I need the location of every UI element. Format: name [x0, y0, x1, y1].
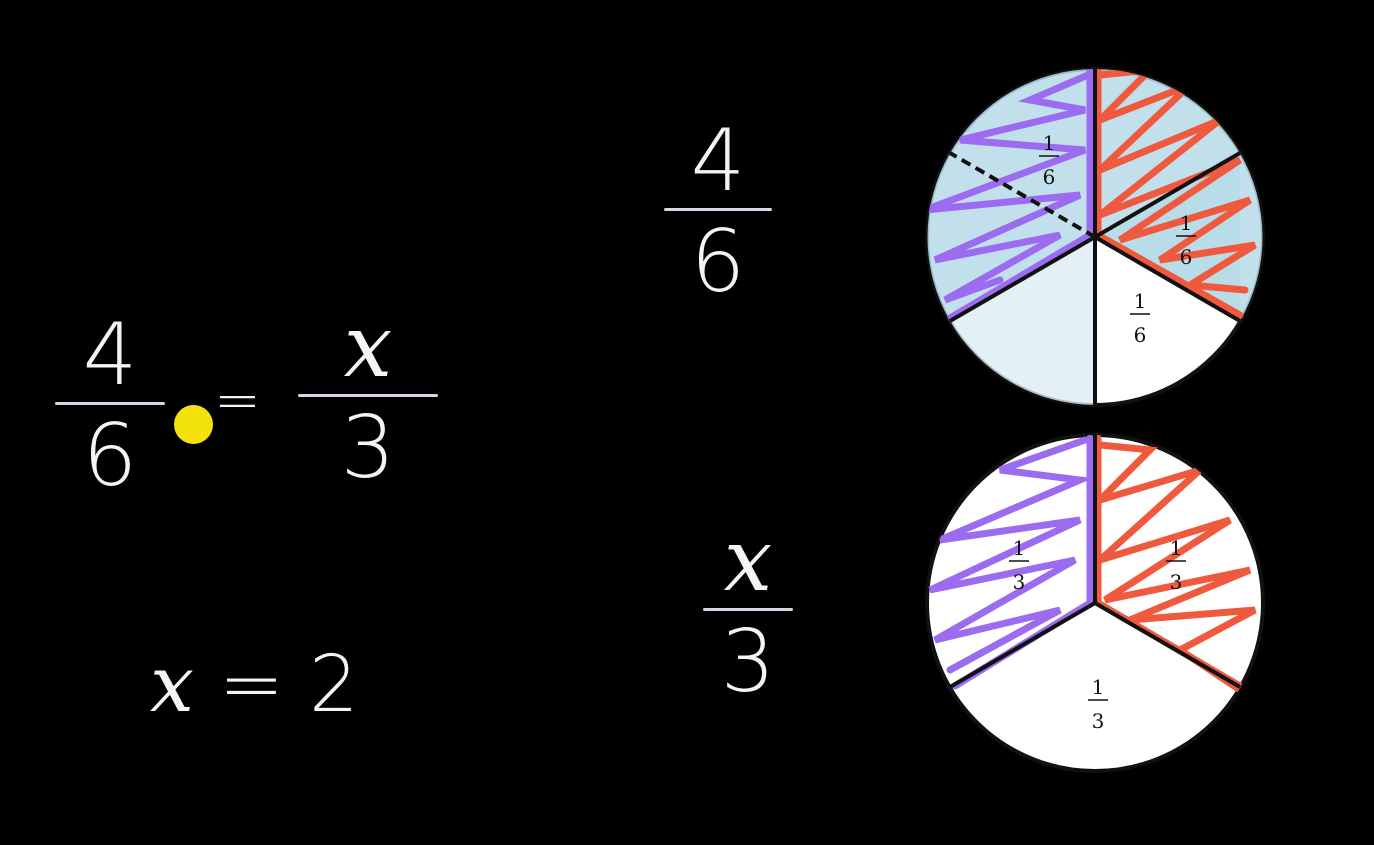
answer: x = 2	[150, 640, 359, 730]
answer-equals: =	[218, 640, 285, 730]
label-denominator: 3	[1092, 709, 1105, 733]
label-denominator: 6	[1180, 245, 1193, 269]
thirds-circle: 1 3 1 3 1 3	[925, 433, 1265, 773]
fraction-bar	[703, 608, 793, 611]
denominator: 6	[690, 212, 746, 312]
label-numerator: 1	[1013, 536, 1026, 560]
label-denominator: 3	[1170, 570, 1183, 594]
label-denominator: 6	[1134, 323, 1147, 347]
thirds-dividers	[948, 435, 1242, 689]
fraction-bar	[298, 394, 438, 397]
equation-left-fraction: 4 6	[40, 312, 180, 499]
numerator: 4	[690, 111, 746, 211]
sixth-shade	[950, 237, 1095, 405]
answer-value: 2	[308, 640, 359, 730]
label-numerator: 1	[1092, 675, 1105, 699]
top-fraction: 4 6	[648, 118, 788, 305]
label-denominator: 6	[1043, 165, 1056, 189]
label-numerator: 1	[1180, 211, 1193, 235]
answer-variable: x	[150, 640, 194, 730]
label-denominator: 3	[1013, 570, 1026, 594]
label-numerator: 1	[1134, 289, 1147, 313]
denominator: 3	[720, 612, 776, 712]
sixths-circle: 1 6 1 6 1 6	[925, 67, 1265, 407]
label-numerator: 1	[1043, 131, 1056, 155]
denominator: 6	[82, 406, 138, 506]
sixth-shade	[1095, 153, 1263, 321]
sixths-labels: 1 6 1 6 1 6	[1039, 131, 1196, 347]
fraction-bar	[664, 208, 772, 211]
thirds-labels: 1 3 1 3 1 3	[1009, 536, 1186, 733]
equals-sign: =	[214, 368, 261, 433]
sixths-dividers	[948, 69, 1242, 405]
equation-right-fraction: x 3	[298, 304, 438, 491]
numerator: 4	[82, 305, 138, 405]
cursor-dot	[174, 405, 213, 444]
label-numerator: 1	[1170, 536, 1183, 560]
fraction-bar	[55, 402, 165, 405]
numerator: x	[723, 511, 773, 611]
numerator: x	[343, 297, 393, 397]
denominator: 3	[340, 398, 396, 498]
bottom-fraction: x 3	[678, 518, 818, 705]
